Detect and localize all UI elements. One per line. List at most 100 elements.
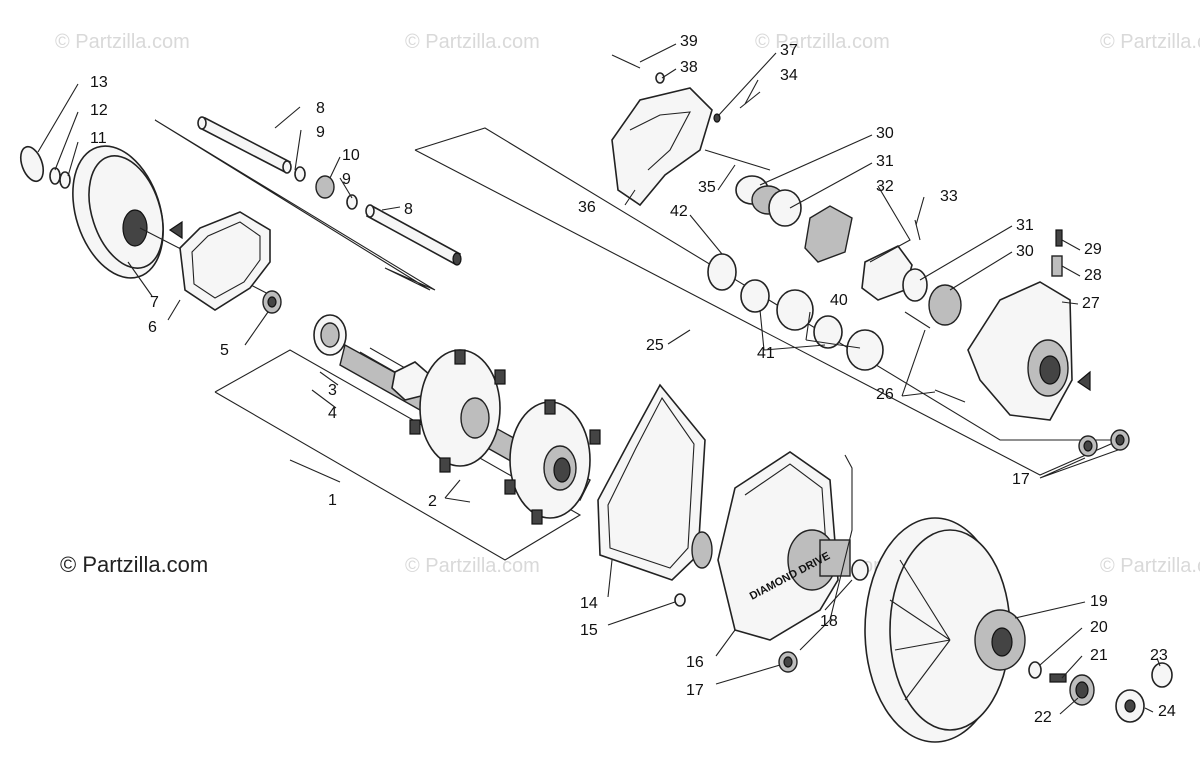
fitting-29 [1055, 229, 1063, 247]
callout-label: 19 [1090, 593, 1108, 610]
wire-harness-18 [799, 454, 853, 651]
stud-15 [674, 593, 686, 607]
drive-sprocket-2 [504, 399, 601, 525]
callout-label: 41 [757, 345, 775, 362]
brake-caliper-36 [611, 87, 713, 207]
bearing-3 [313, 314, 347, 356]
callout-label: 13 [90, 74, 108, 91]
callout-label: 22 [1034, 709, 1052, 726]
chaincase-16: DIAMOND DRIVE [717, 451, 851, 641]
callout-label: 31 [876, 153, 894, 170]
callout-label: 30 [1016, 243, 1034, 260]
group-bracket-brake [414, 127, 1121, 476]
watermark-text: © Partzilla.com [1100, 555, 1200, 577]
brake-pad-32 [804, 205, 853, 263]
callout-label: 10 [342, 147, 360, 164]
callout-label: 24 [1158, 703, 1176, 720]
bolt-26 [904, 311, 931, 329]
callout-label: 16 [686, 654, 704, 671]
bolt-39 [611, 54, 641, 69]
callout-label: 42 [670, 203, 688, 220]
washer-38 [655, 72, 665, 84]
callout-label: 7 [150, 294, 159, 311]
bearing-housing-27 [967, 281, 1073, 421]
o-ring-18 [851, 559, 869, 581]
pin-33 [914, 219, 921, 241]
washer-9 [346, 194, 358, 210]
gasket-6 [179, 211, 271, 311]
callout-label: 18 [820, 613, 838, 630]
bolt-26 [934, 389, 966, 403]
bushing-10 [315, 175, 335, 199]
snap-ring-13 [19, 145, 45, 183]
group-bracket-drive [214, 349, 582, 561]
watermark-main: © Partzilla.com [60, 552, 208, 577]
callout-label: 26 [876, 386, 894, 403]
callout-label: 35 [698, 179, 716, 196]
callout-label: 25 [646, 337, 664, 354]
callout-label: 9 [342, 171, 351, 188]
callout-label: 37 [780, 42, 798, 59]
washer-9 [294, 166, 306, 182]
callout-label: 39 [680, 33, 698, 50]
callout-label: 34 [780, 67, 798, 84]
o-ring-31 [902, 268, 928, 302]
seal-40 [776, 289, 814, 331]
nut-17 [1110, 429, 1130, 451]
callout-label: 40 [830, 292, 848, 309]
washer-20 [1028, 661, 1042, 679]
watermark-text: © Partzilla.com [405, 31, 540, 53]
callout-label: 6 [148, 319, 157, 336]
watermark-text: © Partzilla.com [55, 31, 190, 53]
callout-label: 2 [428, 493, 437, 510]
watermark-text: © Partzilla.com [755, 31, 890, 53]
arrow-indicator [1076, 370, 1091, 392]
driven-clutch-19 [864, 517, 1026, 743]
bleeder-28 [1051, 255, 1063, 277]
callout-label: 21 [1090, 647, 1108, 664]
callout-label: 36 [578, 199, 596, 216]
nut-17 [1078, 435, 1098, 457]
clip-34 [739, 91, 761, 109]
arrow-indicator [168, 220, 183, 240]
chaincase-gasket-14 [597, 383, 706, 581]
callout-label: 30 [876, 125, 894, 142]
callout-label: 12 [90, 102, 108, 119]
watermark-text: © Partzilla.com [1100, 31, 1200, 53]
callout-label: 29 [1084, 241, 1102, 258]
callout-label: 33 [940, 188, 958, 205]
callout-label: 11 [90, 130, 107, 147]
callout-label: 27 [1082, 295, 1100, 312]
watermark-text: © Partzilla.com [405, 555, 540, 577]
callout-label: 14 [580, 595, 598, 612]
spacer-tube-8 [365, 204, 462, 266]
bushing-5 [262, 290, 282, 314]
callout-label: 8 [316, 100, 325, 117]
callout-label: 32 [876, 178, 894, 195]
o-ring-31 [768, 189, 802, 227]
seal-40 [846, 329, 884, 371]
callout-label: 8 [404, 201, 413, 218]
spacer-tube-8 [197, 116, 292, 174]
pin-35 [704, 149, 771, 171]
bearing-41 [740, 279, 770, 313]
bearing-41 [813, 315, 843, 349]
drive-pulley [72, 145, 281, 301]
callout-label: 1 [328, 492, 337, 509]
spring-22 [1069, 674, 1095, 706]
bolt-21 [1049, 673, 1067, 683]
retaining-ring-42 [707, 253, 737, 291]
callout-label: 17 [686, 682, 704, 699]
callout-labels: 1 2 3 4 5 6 7 8 8 9 9 10 11 12 13 14 15 … [90, 33, 1176, 726]
callout-label: 5 [220, 342, 229, 359]
nut-17 [778, 651, 798, 673]
washer-12 [49, 167, 71, 189]
callout-label: 28 [1084, 267, 1102, 284]
callout-label: 4 [328, 405, 337, 422]
drive-sprocket-2 [409, 349, 506, 473]
callout-label: 3 [328, 382, 337, 399]
leader-lines [37, 43, 1161, 715]
callout-label: 31 [1016, 217, 1034, 234]
callout-label: 17 [1012, 471, 1030, 488]
